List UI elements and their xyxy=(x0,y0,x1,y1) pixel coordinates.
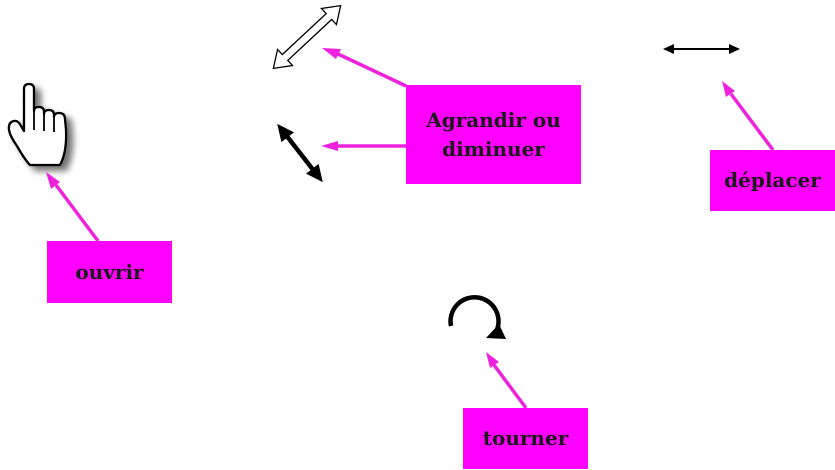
label-box-move xyxy=(710,150,835,211)
pointer-line-rotate xyxy=(486,352,528,410)
resize-diagonal-bold-icon xyxy=(277,123,323,183)
move-horizontal-arrow-icon xyxy=(663,44,740,54)
hand-pointer-icon xyxy=(7,82,68,167)
label-open: ouvrir xyxy=(75,259,144,284)
pointer-line-move xyxy=(722,81,775,152)
resize-diagonal-outline-icon xyxy=(272,4,342,70)
label-box-open xyxy=(47,241,172,303)
pointer-line-open xyxy=(46,172,100,243)
rotate-arrow-icon xyxy=(448,295,506,339)
pointer-line-resize-bottom xyxy=(321,141,406,151)
label-box-resize xyxy=(406,85,581,184)
pointer-line-resize-top xyxy=(322,48,407,88)
label-move: déplacer xyxy=(724,168,821,192)
label-resize: Agrandir ou diminuer xyxy=(426,107,561,161)
label-rotate: tourner xyxy=(482,426,569,450)
label-box-rotate xyxy=(463,408,588,469)
